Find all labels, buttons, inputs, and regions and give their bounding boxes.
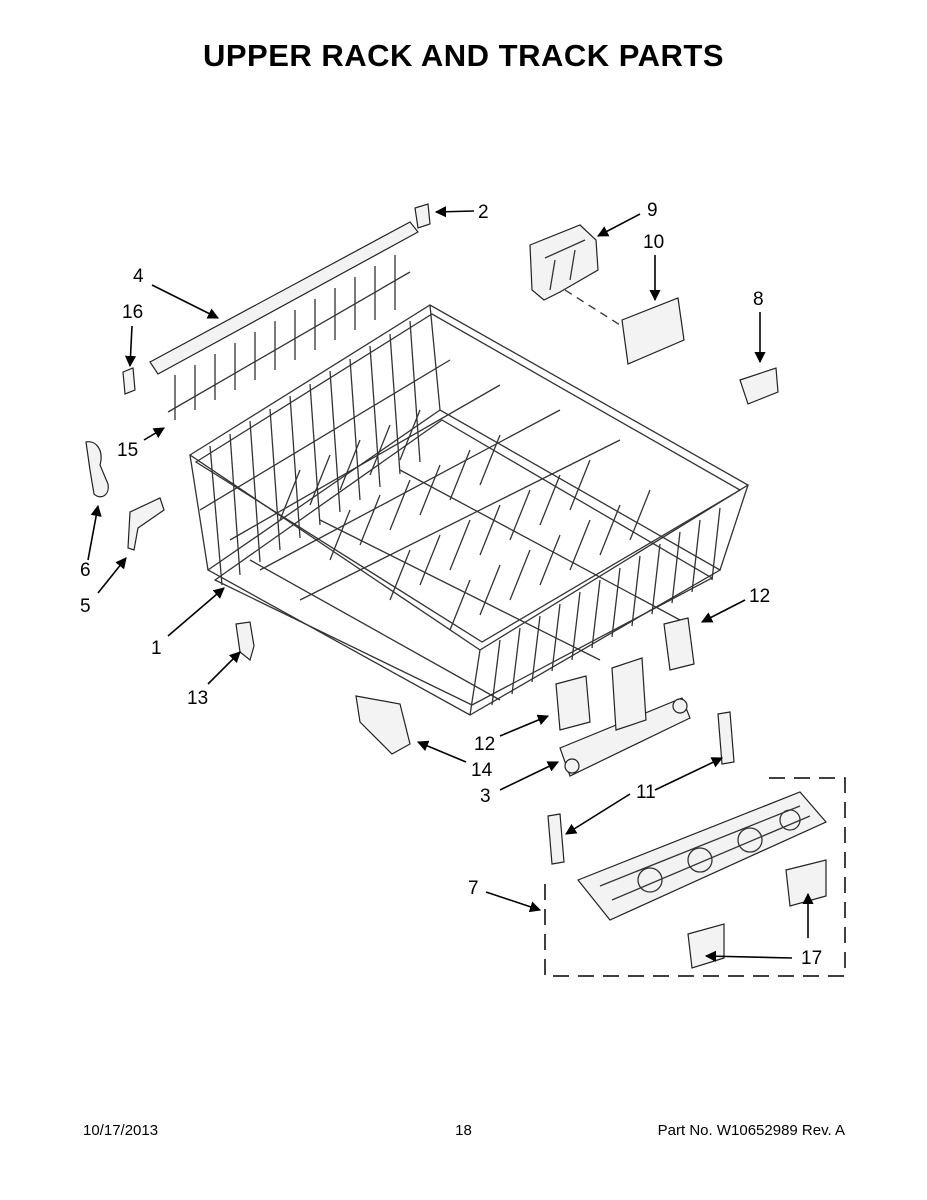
assembly-group-box: [544, 777, 846, 977]
end-cap-left-part: [122, 367, 136, 395]
callout-6: 6: [80, 560, 91, 581]
rack-adjuster-clip-right-part: [663, 617, 695, 671]
callout-15: 15: [117, 440, 138, 461]
callout-13: 13: [187, 688, 208, 709]
callout-10: 10: [643, 232, 664, 253]
callout-9: 9: [647, 200, 658, 221]
end-cap-part: [414, 203, 431, 229]
callout-2: 2: [478, 202, 489, 223]
footer-date: 10/17/2013: [83, 1122, 159, 1139]
callout-3: 3: [480, 786, 491, 807]
callout-7: 7: [468, 878, 479, 899]
rack-clip-part: [739, 367, 779, 405]
footer-page-number: 18: [455, 1122, 472, 1139]
track-part: [559, 657, 691, 777]
adjuster-cover-part: [564, 289, 685, 365]
callout-5: 5: [80, 596, 91, 617]
callout-16: 16: [122, 302, 143, 323]
upper-rack-basket: [188, 304, 750, 716]
callout-14: 14: [471, 760, 493, 781]
footer-part-number: Part No. W10652989 Rev. A: [657, 1122, 845, 1139]
page-title: UPPER RACK AND TRACK PARTS: [202, 38, 725, 73]
rack-wheel-bracket-part: [355, 695, 411, 755]
track-stop-left-part: [547, 813, 565, 865]
callout-8: 8: [753, 289, 764, 310]
tine-tray-part: [577, 791, 827, 921]
rack-guide-part: [127, 497, 165, 551]
rack-adjuster-clip-left-part: [555, 675, 591, 731]
tray-clip-right-part: [785, 859, 827, 907]
track-stop-right-part: [717, 711, 735, 765]
tray-clip-left-part: [687, 923, 725, 969]
callout-12-lower: 12: [474, 734, 495, 755]
cup-shelf-part: [149, 221, 419, 420]
callout-1: 1: [151, 638, 162, 659]
adjuster-part: [529, 224, 599, 301]
callout-4: 4: [133, 266, 144, 287]
callout-11: 11: [636, 782, 656, 803]
rack-stop-part: [235, 621, 255, 662]
callout-17: 17: [801, 948, 822, 969]
leader-lines: [87, 206, 814, 962]
wheel-clip-part: [85, 441, 109, 498]
callout-12-upper: 12: [749, 586, 770, 607]
